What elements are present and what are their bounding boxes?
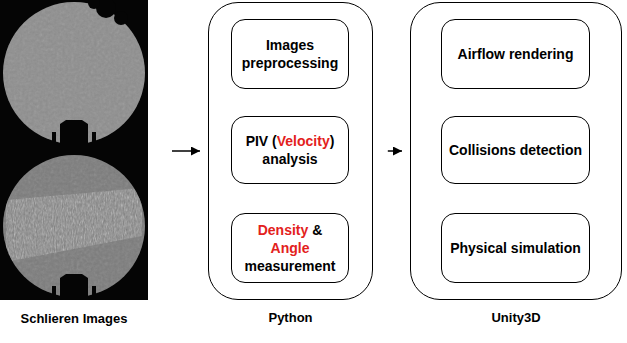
group-label: Schlieren Images [0, 311, 158, 327]
airflow-streaks [0, 180, 148, 270]
flow-arrow [388, 150, 402, 152]
process-box: Images preprocessing [231, 19, 349, 89]
image-panel: Schlieren Images [0, 0, 148, 300]
group-box: PythonImages preprocessingPIV (Velocity)… [208, 2, 373, 300]
box-label: PIV (Velocity) analysis [232, 132, 348, 168]
model-holder [60, 274, 88, 298]
process-box: PIV (Velocity) analysis [231, 116, 349, 184]
field-texture [0, 0, 148, 148]
model-holder [60, 120, 88, 146]
text-run: Images [266, 37, 314, 53]
text-run: preprocessing [242, 55, 338, 71]
image-background [0, 0, 148, 300]
group-label: Python [199, 310, 382, 326]
process-box: Airflow rendering [441, 19, 590, 89]
box-label: Airflow rendering [452, 45, 580, 63]
model-holder [92, 132, 96, 146]
model-holder [92, 286, 96, 298]
group-label: Unity3D [401, 310, 627, 326]
box-label: Images preprocessing [232, 36, 348, 72]
field-notch [88, 0, 100, 9]
process-box: Density & Angle measurement [231, 213, 349, 283]
box-label: Density & Angle measurement [232, 221, 348, 275]
text-run: Density [258, 222, 309, 238]
box-label: Collisions detection [443, 141, 588, 159]
text-run [507, 240, 511, 256]
process-box: Physical simulation [441, 213, 590, 283]
flow-arrow [172, 150, 200, 152]
model-holder [52, 132, 56, 146]
text-run: ( [268, 133, 277, 149]
text-run: Angle [271, 240, 310, 256]
text-run [505, 46, 509, 62]
model-holder [52, 286, 56, 298]
box-label: Physical simulation [444, 239, 587, 257]
text-run: Velocity [277, 133, 330, 149]
text-run: analysis [262, 151, 317, 167]
process-box: Collisions detection [441, 116, 590, 184]
text-run: & [308, 222, 322, 238]
text-run: Python [268, 310, 312, 325]
text-run: detection [520, 142, 582, 158]
text-run: Images [83, 311, 128, 326]
text-run: Collisions [449, 142, 516, 158]
group-box: Unity3DAirflow renderingCollisions detec… [410, 2, 622, 300]
text-run [516, 142, 520, 158]
text-run: measurement [244, 258, 335, 274]
text-run: PIV [246, 133, 269, 149]
text-run: Airflow [458, 46, 505, 62]
text-run: Physical [450, 240, 507, 256]
text-run [79, 311, 83, 326]
field-texture [0, 150, 148, 300]
text-run: ) [330, 133, 335, 149]
text-run: simulation [511, 240, 581, 256]
text-run: Schlieren [21, 311, 80, 326]
field-notch [114, 11, 128, 25]
text-run: Unity3D [491, 310, 540, 325]
text-run: rendering [509, 46, 574, 62]
